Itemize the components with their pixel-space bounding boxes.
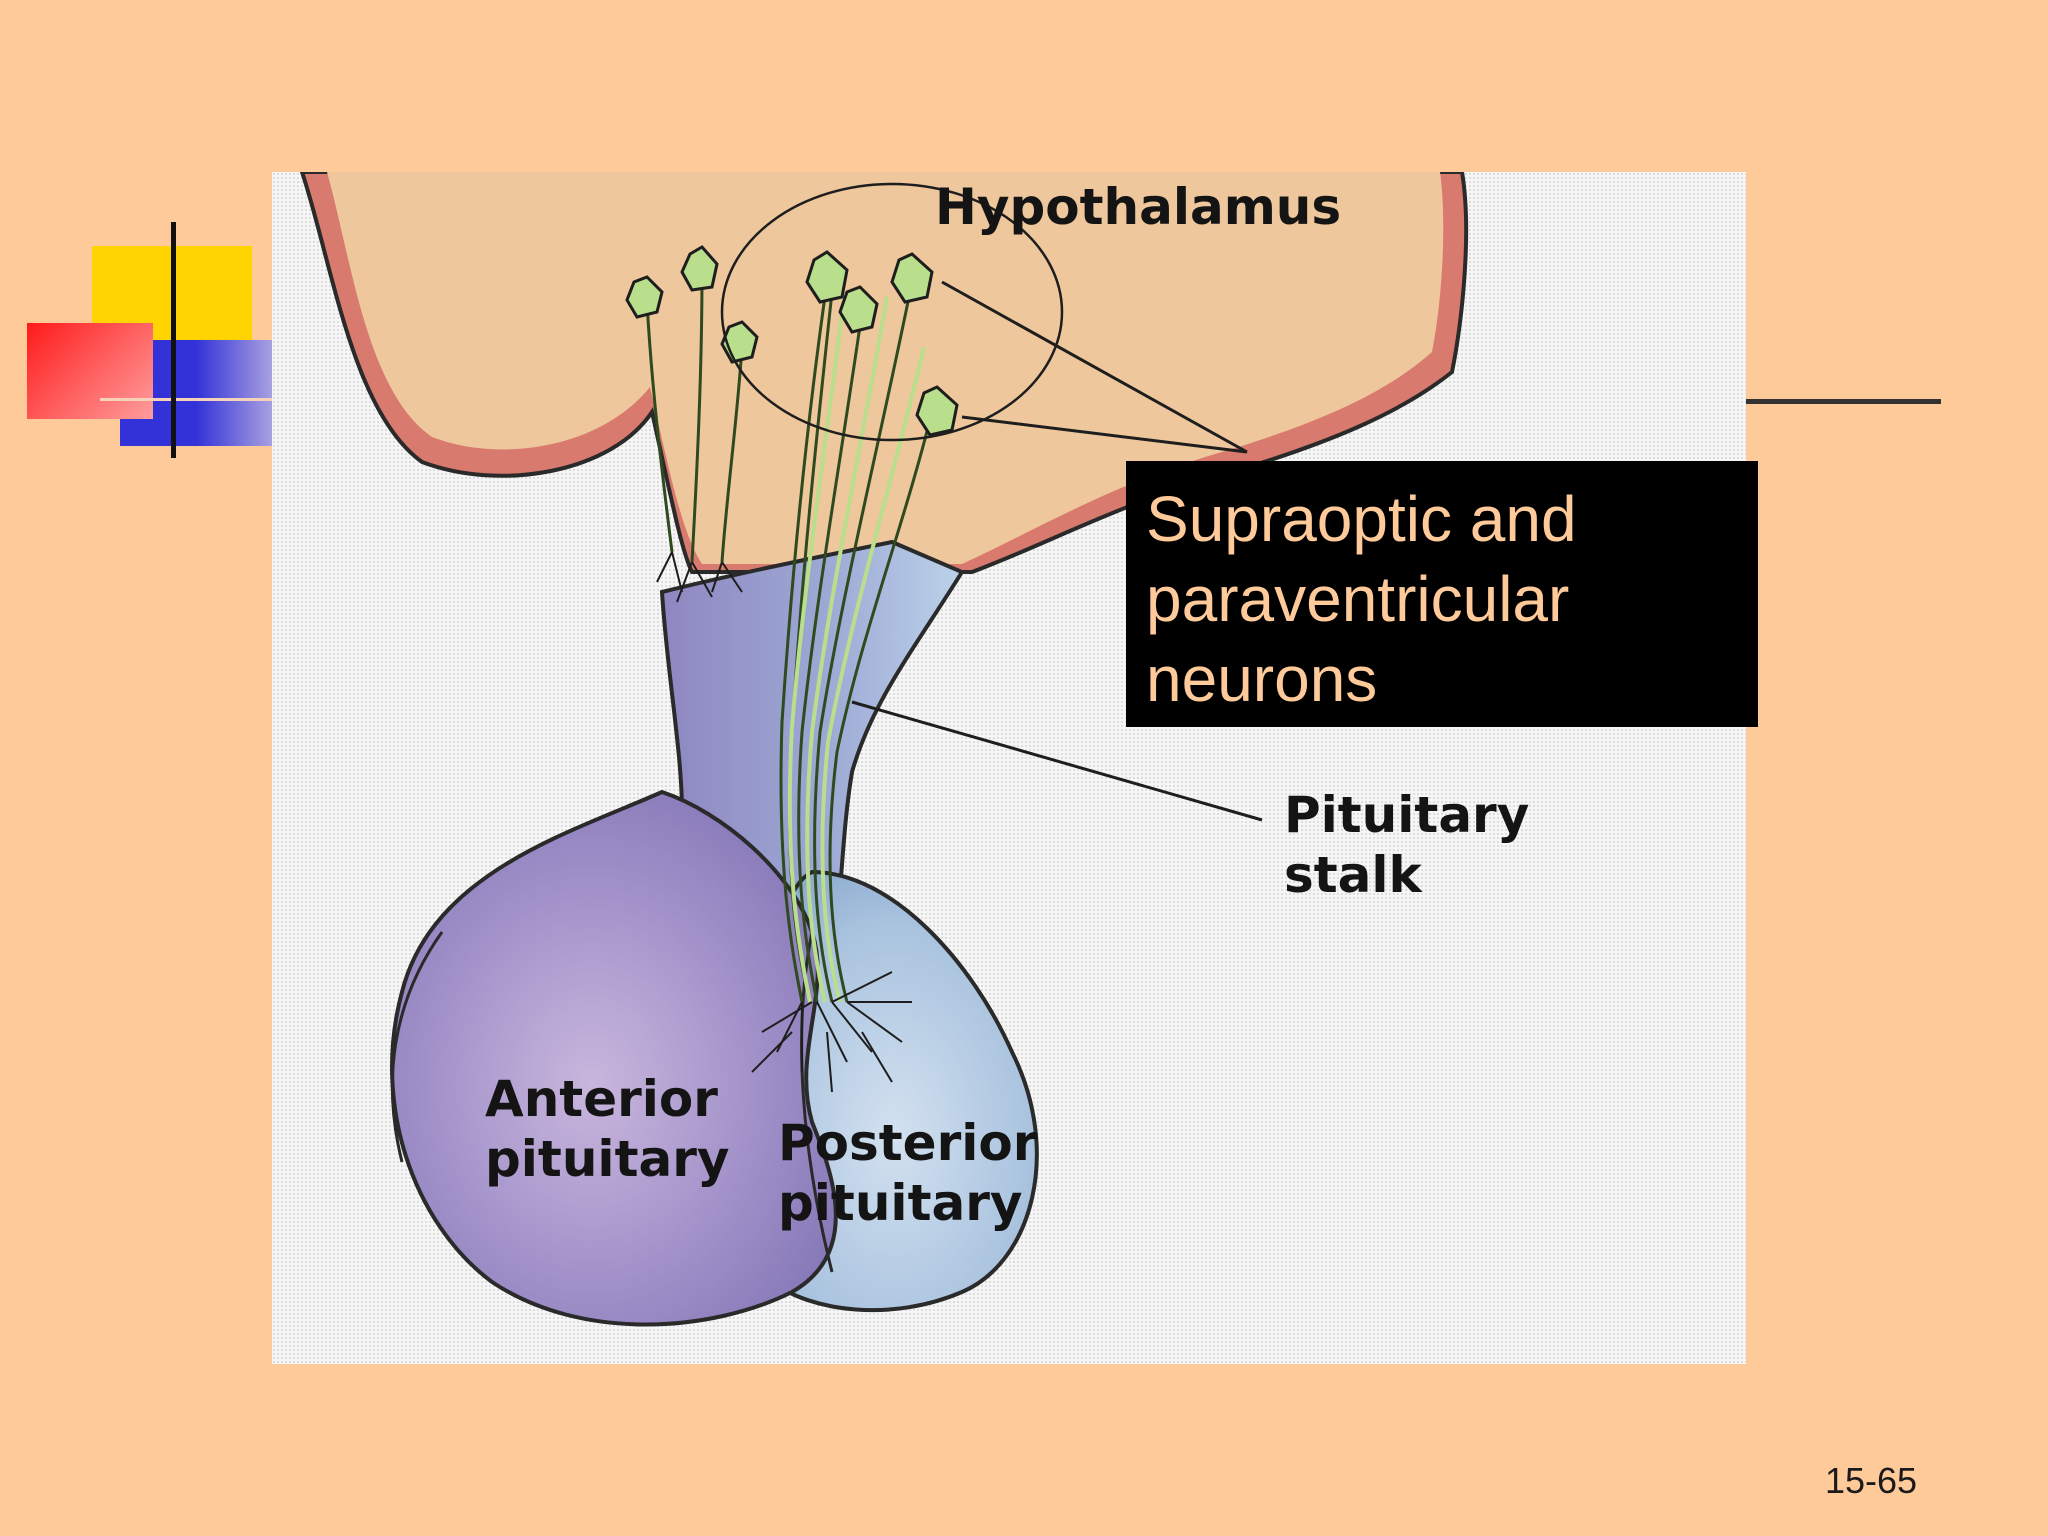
deco-horizontal-rule-short [100, 398, 272, 401]
pituitary-stalk-label-line2: stalk [1284, 846, 1424, 904]
axon-bundle-highlight [787, 296, 926, 1003]
anterior-pituitary-label-line2: pituitary [485, 1130, 729, 1188]
leader-lines [851, 280, 1263, 822]
pituitary-stalk-label-line1: Pituitary [1284, 786, 1529, 844]
diagram-svg: Hypothalamus Pituitary stalk Anterior pi… [299, 172, 1529, 1327]
supraoptic-paraventricular-cells [805, 250, 959, 437]
posterior-pituitary-label-line2: pituitary [778, 1174, 1022, 1232]
deco-vertical-rule [171, 222, 176, 458]
callout-line: Supraoptic and [1146, 483, 1577, 555]
axon-terminals [751, 971, 912, 1093]
callout-line: paraventricular [1146, 563, 1570, 635]
anterior-pituitary [390, 789, 838, 1327]
callout-line: neurons [1146, 643, 1378, 715]
posterior-pituitary-label-line1: Posterior [778, 1114, 1038, 1172]
neuron-highlight-circle [720, 182, 1064, 442]
callout-text: Supraoptic and paraventricular neurons [1146, 479, 1746, 719]
deco-horizontal-rule-right [1746, 399, 1941, 404]
deco-red-square [27, 323, 153, 419]
callout-box: Supraoptic and paraventricular neurons [1126, 461, 1758, 727]
slide-number: 15-65 [1825, 1460, 1918, 1501]
anterior-pituitary-label-line1: Anterior [485, 1070, 718, 1128]
pituitary-diagram: Hypothalamus Pituitary stalk Anterior pi… [272, 172, 1746, 1364]
anterior-fold-line [390, 931, 444, 1163]
hypothalamus-label: Hypothalamus [935, 178, 1341, 236]
